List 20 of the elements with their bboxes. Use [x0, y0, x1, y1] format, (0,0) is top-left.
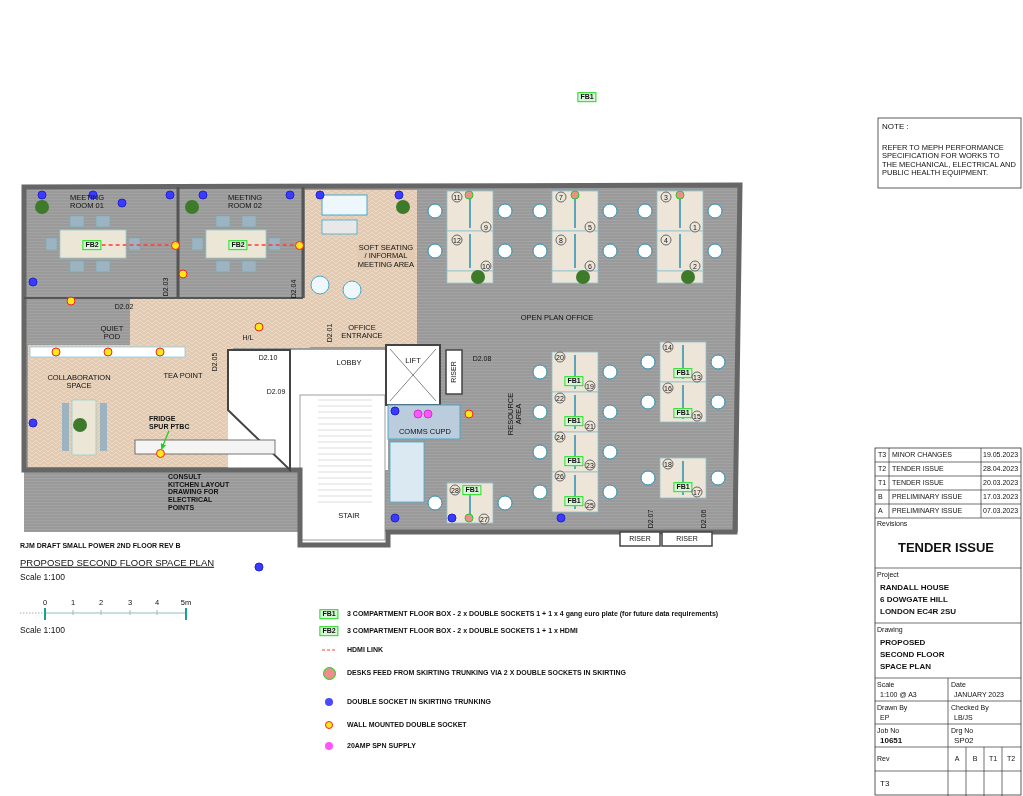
project-text: SPACE PLAN	[880, 662, 931, 672]
link-line	[100, 244, 172, 246]
scale-text: Scale 1:100	[20, 626, 65, 636]
wall-socket-symbol	[170, 240, 180, 250]
wall-socket-symbol	[155, 448, 165, 458]
field-value: T3	[880, 779, 890, 789]
leader-arrow	[160, 430, 170, 450]
project-text: 6 DOWGATE HILL	[880, 595, 948, 605]
scale-text: Scale 1:100	[20, 573, 65, 583]
project-text: PROPOSED	[880, 638, 926, 648]
project-text: SECOND FLOOR	[880, 650, 945, 660]
field-value: 10651	[880, 736, 903, 746]
status-text: TENDER ISSUE	[897, 540, 995, 556]
drawing-title: PROPOSED SECOND FLOOR SPACE PLAN	[20, 557, 215, 569]
project-text: LONDON EC4R 2SU	[880, 607, 956, 617]
note-heading: NOTE :	[882, 122, 909, 132]
project-text: RANDALL HOUSE	[880, 583, 950, 593]
field-value: SP02	[954, 736, 974, 746]
wall-socket-symbol	[294, 240, 304, 250]
link-line	[246, 244, 296, 246]
